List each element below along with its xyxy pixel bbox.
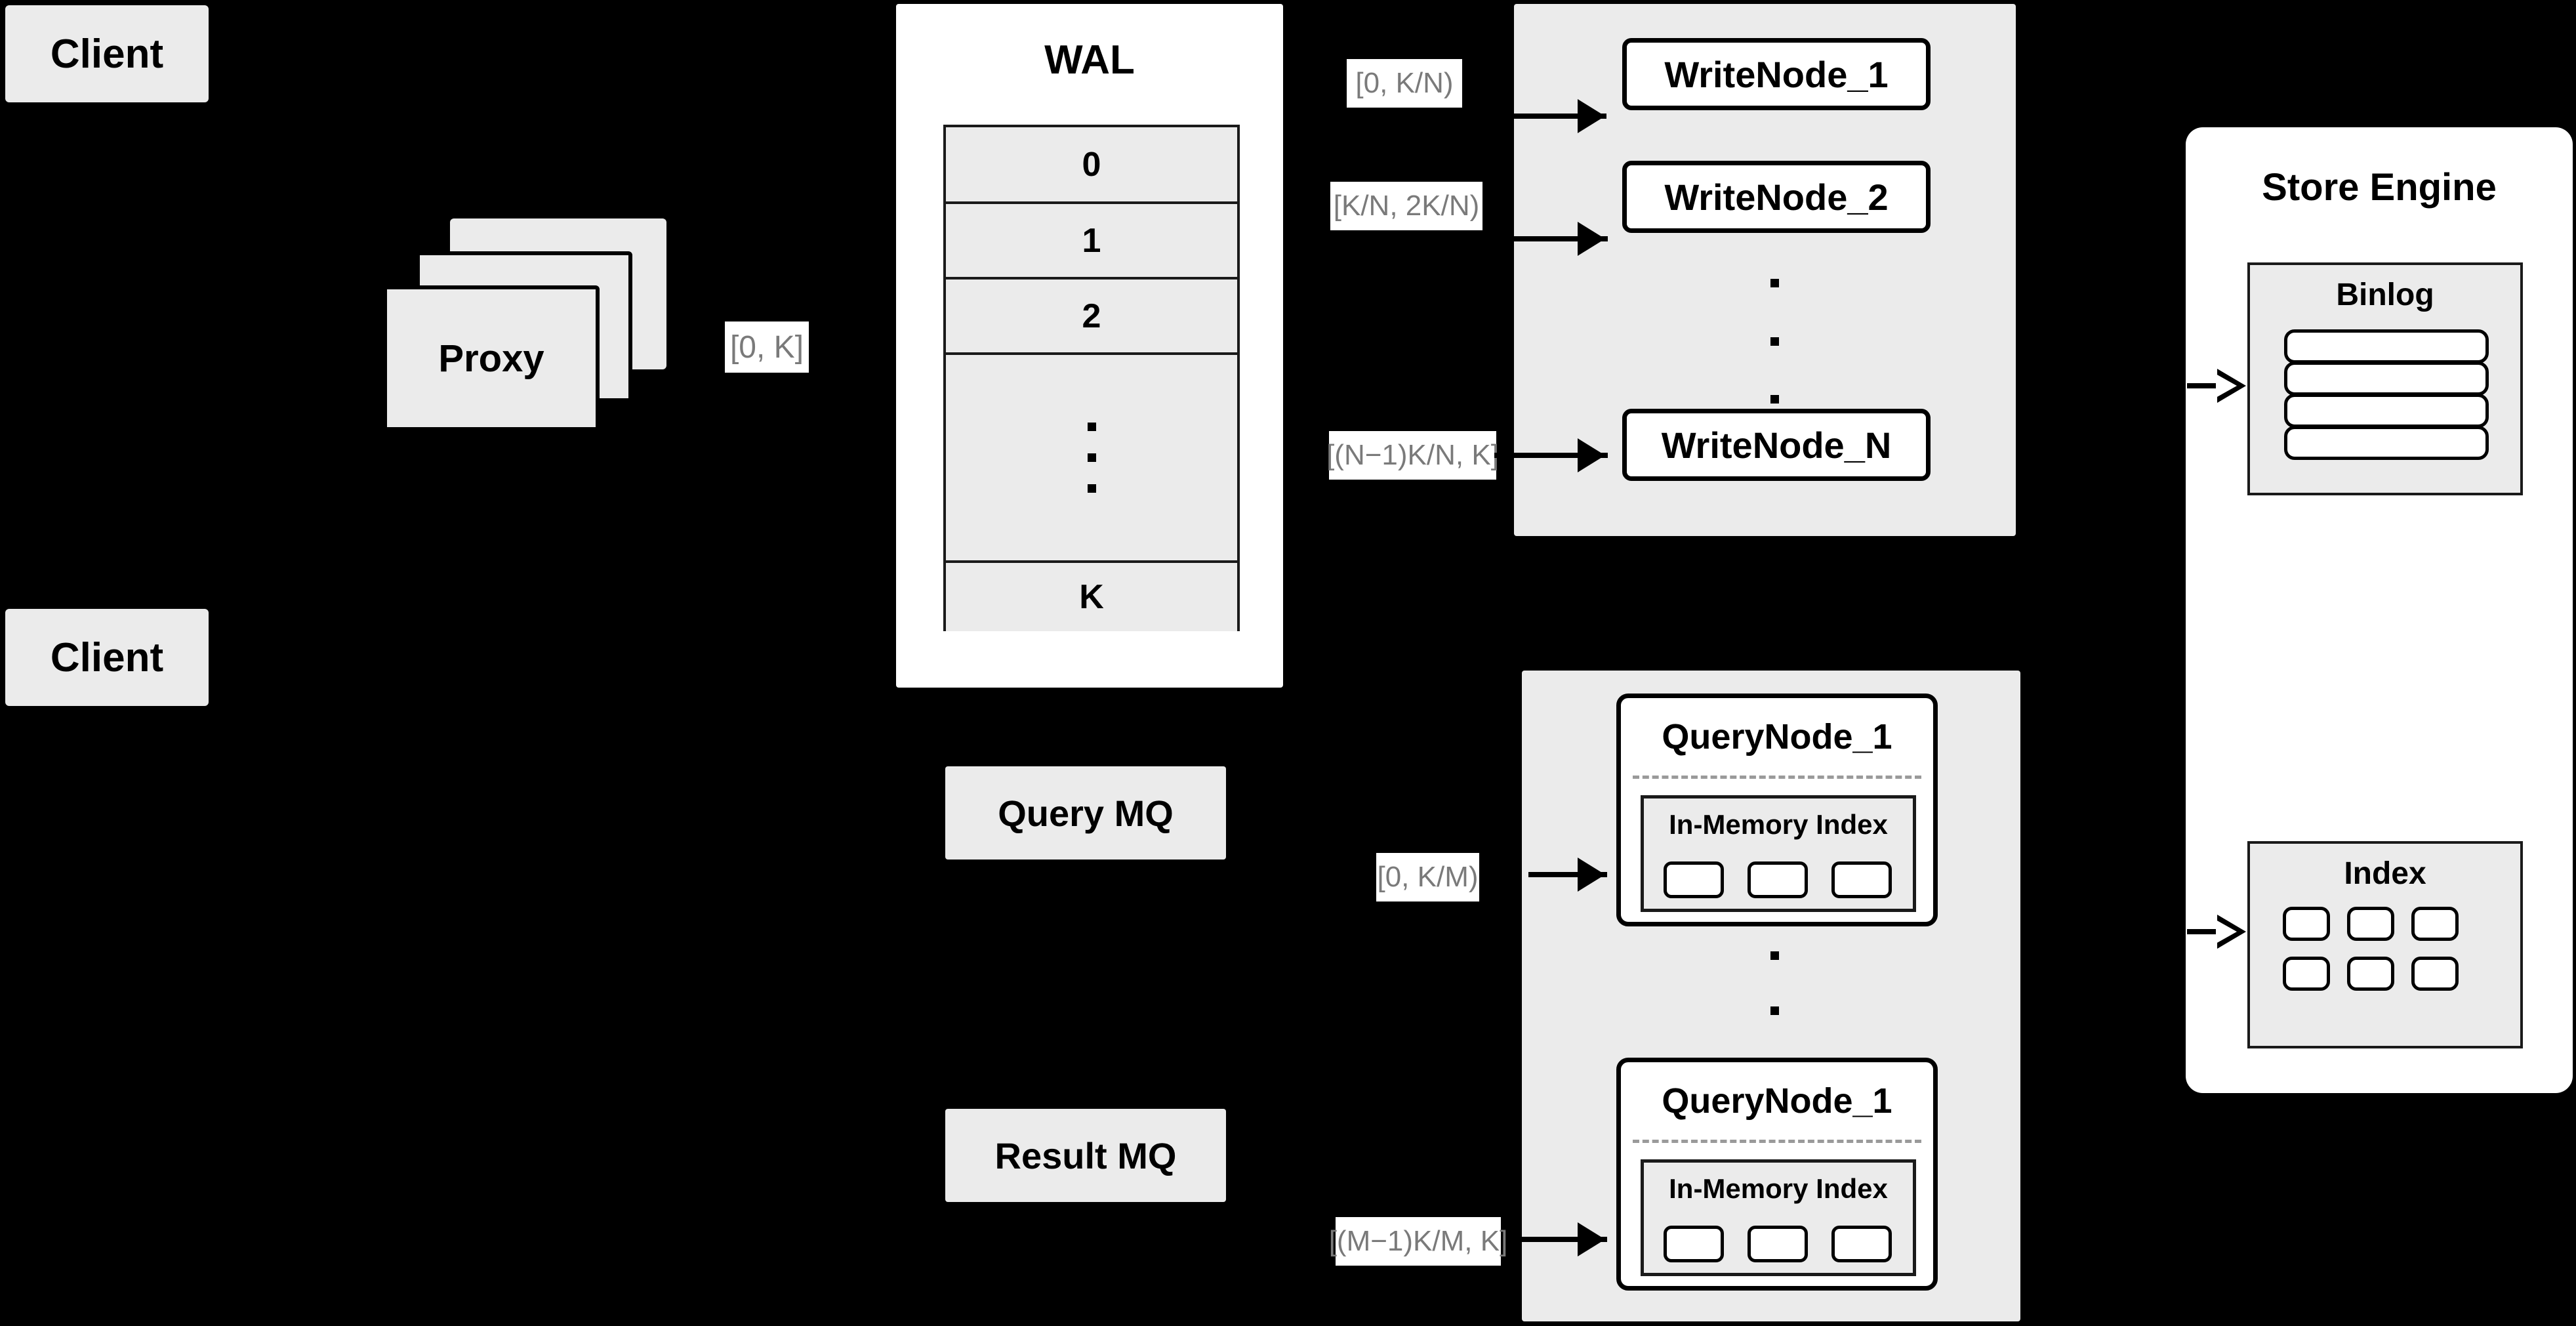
ellipsis-dot [1087, 484, 1096, 493]
query-node-n-arrowhead-icon [1578, 1222, 1605, 1256]
client-box-2[interactable]: Client [5, 609, 209, 706]
write-node-n-arrowhead-icon [1578, 438, 1605, 472]
binlog-row[interactable] [2284, 394, 2489, 428]
query-node-n-label: QueryNode_1 [1662, 1081, 1892, 1121]
write-node-ellipsis [1769, 279, 1780, 404]
client-box-1[interactable]: Client [5, 5, 209, 102]
wal-entry-list: 0 1 2 K [943, 125, 1240, 631]
query-node-1-range-label: [0, K/M) [1376, 853, 1479, 901]
wal-entry[interactable]: 1 [946, 204, 1237, 280]
query-node-n-range-text: [(M−1)K/M, K] [1328, 1225, 1508, 1257]
write-node-2-arrow-line [1479, 236, 1608, 241]
binlog-row[interactable] [2284, 426, 2489, 460]
write-node-n-range-label: [(N−1)K/N, K] [1326, 431, 1499, 480]
ellipsis-dot [1770, 337, 1779, 346]
index-cell[interactable] [1664, 861, 1724, 898]
wal-entry-label: 1 [1082, 221, 1101, 260]
query-node-1-arrow-line [1528, 872, 1607, 877]
write-node-2-label: WriteNode_2 [1664, 176, 1889, 218]
client-label-2: Client [50, 634, 164, 680]
wal-entry[interactable]: 0 [946, 127, 1237, 204]
query-node-1-separator [1633, 776, 1921, 779]
binlog-row[interactable] [2284, 329, 2489, 363]
write-node-2-arrowhead-icon [1578, 222, 1605, 256]
wal-title: WAL [1044, 37, 1135, 83]
result-mq-box[interactable]: Result MQ [945, 1109, 1226, 1202]
index-cell[interactable] [1748, 861, 1808, 898]
binlog-inbound-arrowhead-icon [2216, 369, 2246, 403]
index-cell[interactable] [1831, 861, 1892, 898]
write-node-n-label: WriteNode_N [1661, 424, 1892, 466]
binlog-inbound-arrow-line [2187, 383, 2221, 388]
query-node-1[interactable]: QueryNode_1 In-Memory Index [1616, 694, 1938, 926]
write-node-1-range-text: [0, K/N) [1355, 67, 1454, 99]
write-node-2-range-text: [K/N, 2K/N) [1333, 190, 1480, 222]
write-node-1-label: WriteNode_1 [1664, 53, 1889, 95]
binlog-row[interactable] [2284, 362, 2489, 396]
wal-panel: WAL 0 1 2 K [896, 4, 1283, 688]
query-node-1-arrowhead-icon [1578, 858, 1605, 892]
ellipsis-dot [1770, 951, 1779, 960]
index-cell[interactable] [1664, 1226, 1724, 1262]
store-engine-panel: Store Engine Binlog Index [2186, 127, 2573, 1093]
index-inbound-arrow-line [2187, 929, 2221, 934]
binlog-box: Binlog [2247, 262, 2523, 495]
ellipsis-dot [1770, 395, 1779, 404]
index-cell[interactable] [2283, 907, 2330, 941]
wal-entry-last[interactable]: K [946, 563, 1237, 631]
index-cell[interactable] [2283, 957, 2330, 991]
ellipsis-dot [1770, 279, 1779, 287]
query-node-1-inmemory-index: In-Memory Index [1641, 795, 1916, 912]
proxy-box[interactable]: Proxy [383, 285, 600, 431]
write-node-n[interactable]: WriteNode_N [1622, 409, 1931, 481]
query-node-ellipsis [1769, 951, 1780, 1069]
index-cell[interactable] [1748, 1226, 1808, 1262]
wal-entry-label: 0 [1082, 145, 1101, 184]
query-node-n-index-label: In-Memory Index [1669, 1173, 1888, 1204]
index-box: Index [2247, 841, 2523, 1048]
query-node-n-arrow-line [1522, 1237, 1607, 1242]
query-node-n-range-label: [(M−1)K/M, K] [1329, 1217, 1507, 1266]
wal-entry[interactable]: 2 [946, 280, 1237, 355]
index-title: Index [2344, 856, 2426, 891]
index-cell[interactable] [2347, 957, 2394, 991]
query-node-n-inmemory-index: In-Memory Index [1641, 1159, 1916, 1276]
query-node-n-separator [1633, 1140, 1921, 1143]
query-node-1-index-label: In-Memory Index [1669, 809, 1888, 840]
write-node-1-range-label: [0, K/N) [1347, 59, 1462, 108]
index-cell[interactable] [2411, 957, 2459, 991]
write-node-2[interactable]: WriteNode_2 [1622, 161, 1931, 233]
ellipsis-dot [1087, 423, 1096, 431]
client-label-1: Client [50, 31, 164, 77]
write-node-1[interactable]: WriteNode_1 [1622, 38, 1931, 110]
store-engine-title: Store Engine [2262, 166, 2497, 209]
wal-entry-label: 2 [1082, 297, 1101, 335]
wal-entry-ellipsis [946, 355, 1237, 563]
proxy-output-range-label: [0, K] [725, 321, 809, 373]
index-cell[interactable] [2411, 907, 2459, 941]
write-node-1-arrowhead-icon [1578, 99, 1605, 133]
query-node-1-range-text: [0, K/M) [1377, 861, 1479, 893]
wal-entry-label: K [1079, 578, 1104, 616]
ellipsis-dot [1087, 453, 1096, 462]
result-mq-label: Result MQ [994, 1134, 1177, 1176]
index-cell[interactable] [1831, 1226, 1892, 1262]
query-node-1-label: QueryNode_1 [1662, 717, 1892, 756]
ellipsis-dot [1770, 1006, 1779, 1015]
write-node-2-range-label: [K/N, 2K/N) [1330, 182, 1482, 230]
proxy-label: Proxy [438, 337, 544, 380]
write-node-n-arrow-line [1494, 453, 1608, 458]
binlog-title: Binlog [2336, 278, 2434, 312]
write-node-1-arrow-line [1402, 114, 1606, 119]
write-node-n-range-text: [(N−1)K/N, K] [1326, 439, 1499, 471]
index-inbound-arrowhead-icon [2216, 915, 2246, 949]
query-mq-box[interactable]: Query MQ [945, 766, 1226, 860]
query-mq-label: Query MQ [998, 792, 1174, 834]
query-node-n[interactable]: QueryNode_1 In-Memory Index [1616, 1058, 1938, 1291]
proxy-output-range-text: [0, K] [729, 329, 804, 365]
index-cell[interactable] [2347, 907, 2394, 941]
